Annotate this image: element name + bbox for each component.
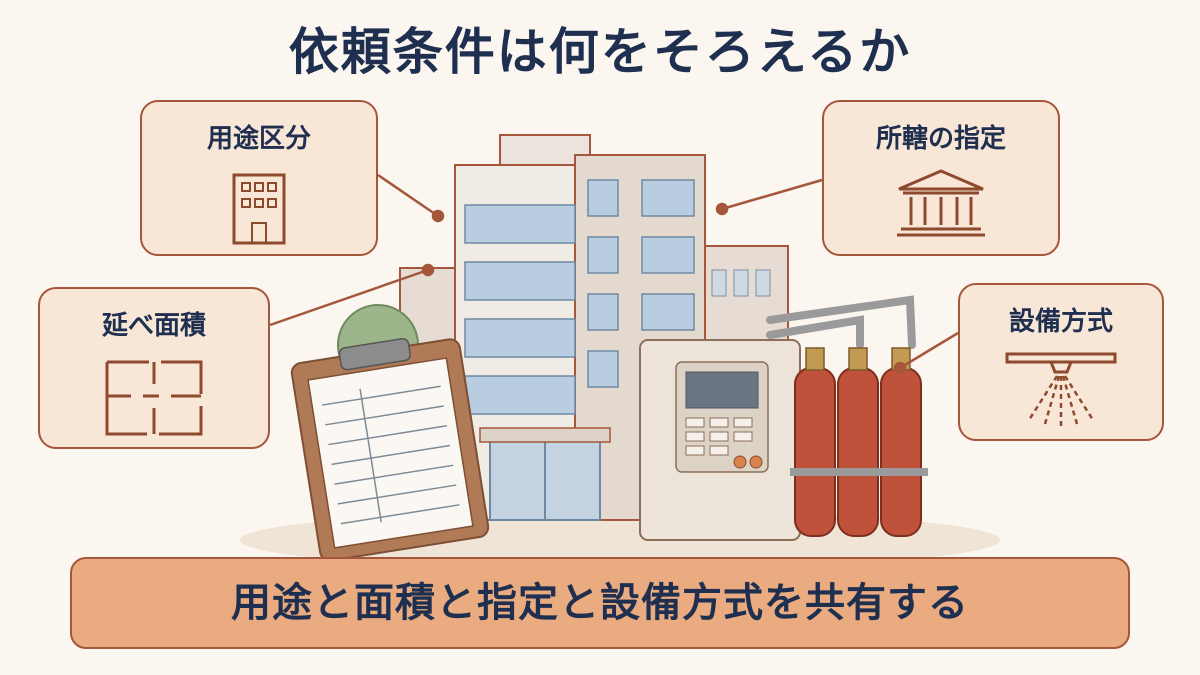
card-jurisdiction: 所轄の指定 bbox=[822, 100, 1060, 256]
gas-cylinders bbox=[790, 347, 928, 537]
card-floor-area-label: 延べ面積 bbox=[101, 311, 206, 341]
control-panel bbox=[639, 339, 801, 541]
card-usage-category: 用途区分 bbox=[140, 100, 378, 256]
summary-banner: 用途と面積と指定と設備方式を共有する bbox=[70, 557, 1130, 649]
building-icon bbox=[232, 173, 286, 245]
card-equipment-label: 設備方式 bbox=[1008, 307, 1113, 337]
government-building-icon bbox=[897, 169, 985, 237]
sprinkler-icon bbox=[1005, 352, 1117, 426]
card-usage-label: 用途区分 bbox=[206, 124, 311, 154]
card-equipment-method: 設備方式 bbox=[958, 283, 1164, 441]
pipes bbox=[766, 295, 916, 349]
floor-plan-icon bbox=[105, 360, 203, 436]
connector-lines bbox=[269, 173, 959, 375]
card-jurisdiction-label: 所轄の指定 bbox=[875, 124, 1006, 154]
card-floor-area: 延べ面積 bbox=[38, 287, 270, 449]
clipboard bbox=[290, 337, 490, 562]
page-title: 依頼条件は何をそろえるか bbox=[288, 23, 912, 81]
